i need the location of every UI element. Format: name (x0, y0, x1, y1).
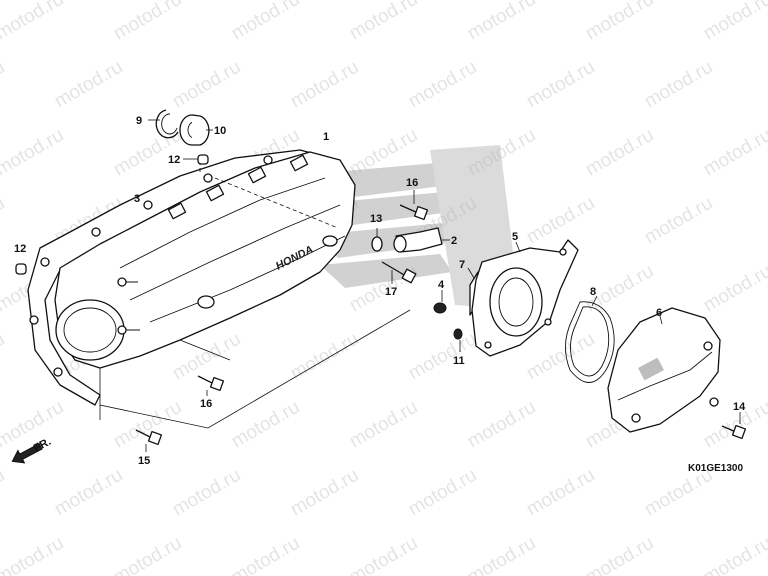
diagram-code: K01GE1300 (688, 463, 743, 474)
bolt-part-16-top (399, 190, 429, 221)
callout-3: 3 (134, 193, 140, 205)
watermark-text: motod.ru (110, 397, 185, 453)
watermark-text: motod.ru (0, 57, 8, 113)
watermark-text: motod.ru (0, 193, 8, 249)
callout-1: 1 (323, 131, 329, 143)
watermark-text: motod.ru (523, 193, 598, 249)
callout-labels: 1 2 3 4 5 6 7 8 9 10 11 12 12 13 14 15 1… (14, 115, 746, 467)
watermark-text: motod.ru (464, 397, 539, 453)
watermark-text: motod.ru (346, 533, 421, 576)
left-crankcase-cover-part-1: HONDA (54, 151, 356, 369)
callout-10: 10 (214, 125, 226, 137)
watermark-text: motod.ru (228, 0, 303, 44)
bearing-part-10 (179, 114, 213, 146)
assembly-projection-lines (99, 309, 411, 429)
watermark-text: motod.ru (464, 533, 539, 576)
callout-11: 11 (453, 355, 465, 367)
callout-13: 13 (370, 213, 382, 225)
callout-5: 5 (512, 231, 518, 243)
watermark-text: motod.ru (287, 329, 362, 385)
watermark-text: motod.ru (700, 533, 768, 576)
watermark-text: motod.ru (464, 0, 539, 44)
watermark-text: motod.ru (0, 465, 8, 521)
watermark-text: motod.ru (582, 533, 657, 576)
air-duct-cover-part-6 (607, 307, 721, 433)
front-direction-indicator: FR. (11, 436, 53, 464)
watermark-text: motod.ru (346, 0, 421, 44)
callout-12-top: 12 (168, 154, 180, 166)
watermark-text: motod.ru (110, 533, 185, 576)
watermark-text: motod.ru (405, 329, 480, 385)
dowel-pin-part-12-left (15, 263, 27, 275)
bolt-part-14 (721, 412, 747, 440)
watermark-text: motod.ru (110, 0, 185, 44)
rubber-cap-part-2 (393, 227, 450, 253)
watermark-text: motod.ru (228, 533, 303, 576)
callout-16-bottom: 16 (200, 398, 212, 410)
grommet-part-4 (433, 290, 447, 314)
callout-15: 15 (138, 455, 150, 467)
grommet-part-11 (453, 328, 463, 352)
watermark-text: motod.ru (523, 57, 598, 113)
watermark-text: motod.ru (346, 397, 421, 453)
watermark-text: motod.ru (169, 465, 244, 521)
callout-2: 2 (451, 235, 457, 247)
watermark-text: motod.ru (51, 465, 126, 521)
callout-12-left: 12 (14, 243, 26, 255)
watermark-text: motod.ru (700, 0, 768, 44)
air-duct-housing-part-5 (471, 239, 579, 357)
watermark-text: motod.ru (405, 57, 480, 113)
callout-16-top: 16 (406, 177, 418, 189)
watermark-text: motod.ru (287, 57, 362, 113)
watermark-text: motod.ru (0, 329, 8, 385)
watermark-text: motod.ru (51, 57, 126, 113)
callout-8: 8 (590, 286, 596, 298)
seal-cord-part-8 (565, 295, 615, 383)
watermark-text: motod.ru (0, 533, 67, 576)
watermark-text: motod.ru (228, 397, 303, 453)
callout-9: 9 (136, 115, 142, 127)
watermark-text: motod.ru (641, 193, 716, 249)
watermark-text: motod.ru (700, 125, 768, 181)
callout-6: 6 (656, 307, 662, 319)
watermark-text: motod.ru (700, 261, 768, 317)
watermark-text: motod.ru (405, 465, 480, 521)
callout-17: 17 (385, 286, 397, 298)
watermark-text: motod.ru (0, 125, 67, 181)
dowel-pin-part-12-top (183, 154, 209, 165)
bolt-part-16-bottom (197, 375, 225, 396)
front-direction-label: FR. (32, 436, 53, 455)
o-ring-part-13 (371, 228, 383, 252)
callout-7: 7 (459, 259, 465, 271)
watermark-text: motod.ru (523, 465, 598, 521)
watermark-text: motod.ru (169, 57, 244, 113)
bolt-part-17 (381, 261, 417, 284)
watermark-text: motod.ru (582, 0, 657, 44)
front-arrow-icon (11, 443, 43, 464)
watermark-text: motod.ru (287, 465, 362, 521)
circlip-part-9 (148, 109, 179, 139)
callout-14: 14 (733, 401, 746, 413)
bolt-part-15 (135, 429, 163, 452)
callout-4: 4 (438, 279, 445, 291)
watermark-text: motod.ru (0, 0, 67, 44)
watermark-text: motod.ru (582, 125, 657, 181)
watermark-text: motod.ru (641, 57, 716, 113)
